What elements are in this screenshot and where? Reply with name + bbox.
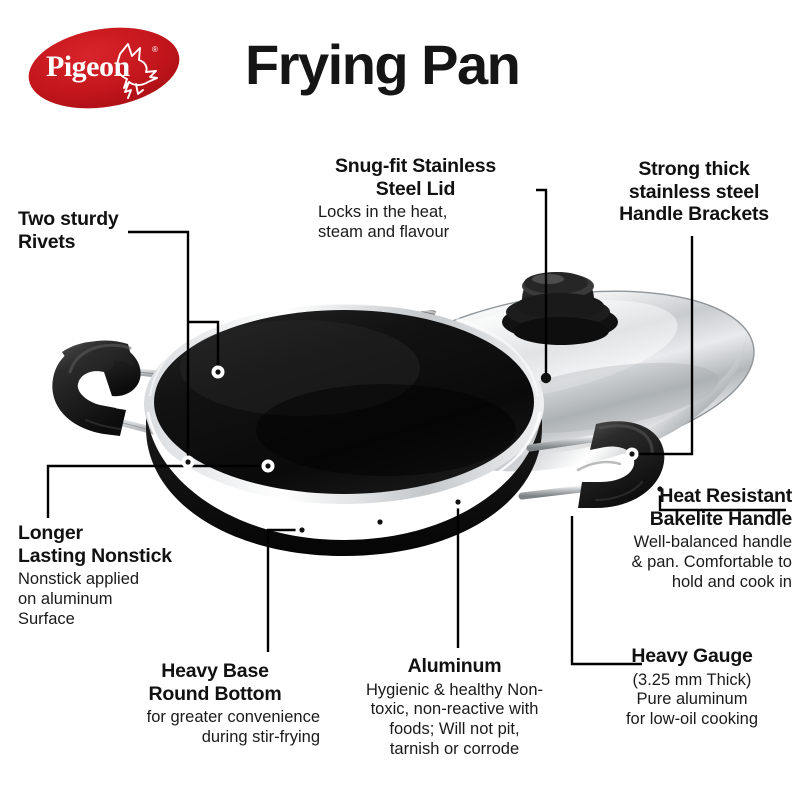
left-handle-assembly [52,340,219,450]
callout-body: Locks in the heat, steam and flavour [318,203,450,242]
callout-heading: Heavy Base Round Bottom [148,660,282,705]
callout-heavy-base-round-bottom: Heavy Base Round Bottom for greater conv… [110,660,320,748]
callout-snug-fit-lid: Snug-fit Stainless Steel Lid Locks in th… [318,155,513,243]
page-title: Frying Pan [245,33,521,96]
brand-logo: ® Pigeon [24,26,184,110]
callout-heading: Longer Lasting Nonstick [18,522,172,567]
callout-heading: Heat Resistant Bakelite Handle [649,485,792,530]
pigeon-bird-icon [115,43,158,99]
pan-body [144,302,544,556]
callout-aluminum: Aluminum Hygienic & healthy Non- toxic, … [352,655,557,760]
logo-ellipse-shape: ® [28,27,180,109]
callout-body: Nonstick applied on aluminum Surface [18,570,140,628]
callout-heading: Snug-fit Stainless Steel Lid [334,155,497,200]
callout-heading: Heavy Gauge [631,645,753,667]
callout-two-sturdy-rivets: Two sturdy Rivets [18,208,208,253]
lid-knob [502,272,618,345]
callout-body: (3.25 mm Thick) Pure aluminum for low-oi… [625,670,759,729]
callout-heading: Strong thick stainless steel Handle Brac… [619,158,769,226]
callout-heavy-gauge: Heavy Gauge (3.25 mm Thick) Pure aluminu… [592,645,792,730]
callout-heading: Aluminum [407,655,502,677]
callout-longer-lasting-nonstick: Longer Lasting Nonstick Nonstick applied… [18,522,228,630]
callout-heading: Two sturdy Rivets [18,208,119,253]
callout-body: for greater convenience during stir-fryi… [146,708,320,747]
callout-body: Well-balanced handle & pan. Comfortable … [631,533,792,591]
callout-handle-brackets: Strong thick stainless steel Handle Brac… [598,158,790,226]
callout-bakelite-handle: Heat Resistant Bakelite Handle Well-bala… [580,485,792,593]
registered-trademark-icon: ® [152,45,158,54]
callout-body: Hygienic & healthy Non- toxic, non-react… [365,680,543,758]
